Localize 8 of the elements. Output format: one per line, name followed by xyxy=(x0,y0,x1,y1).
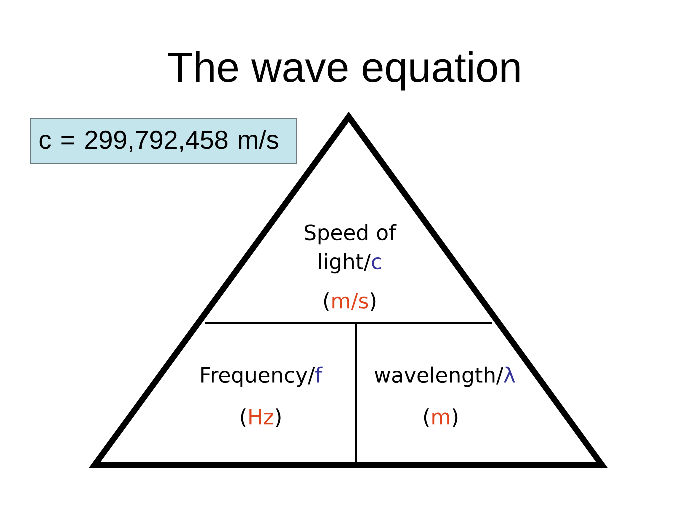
quantity-label: Frequency/f xyxy=(202,366,323,388)
unit-label: (m) xyxy=(424,408,458,428)
quantity-label: Speed of light/c xyxy=(305,224,397,274)
unit-label: (m/s) xyxy=(324,292,376,312)
unit-label: (Hz) xyxy=(241,408,281,428)
quantity-label: wavelength/λ xyxy=(374,366,516,388)
title: The wave equation xyxy=(168,52,520,91)
constant-box: c = 299,792,458 m/s xyxy=(30,118,298,164)
